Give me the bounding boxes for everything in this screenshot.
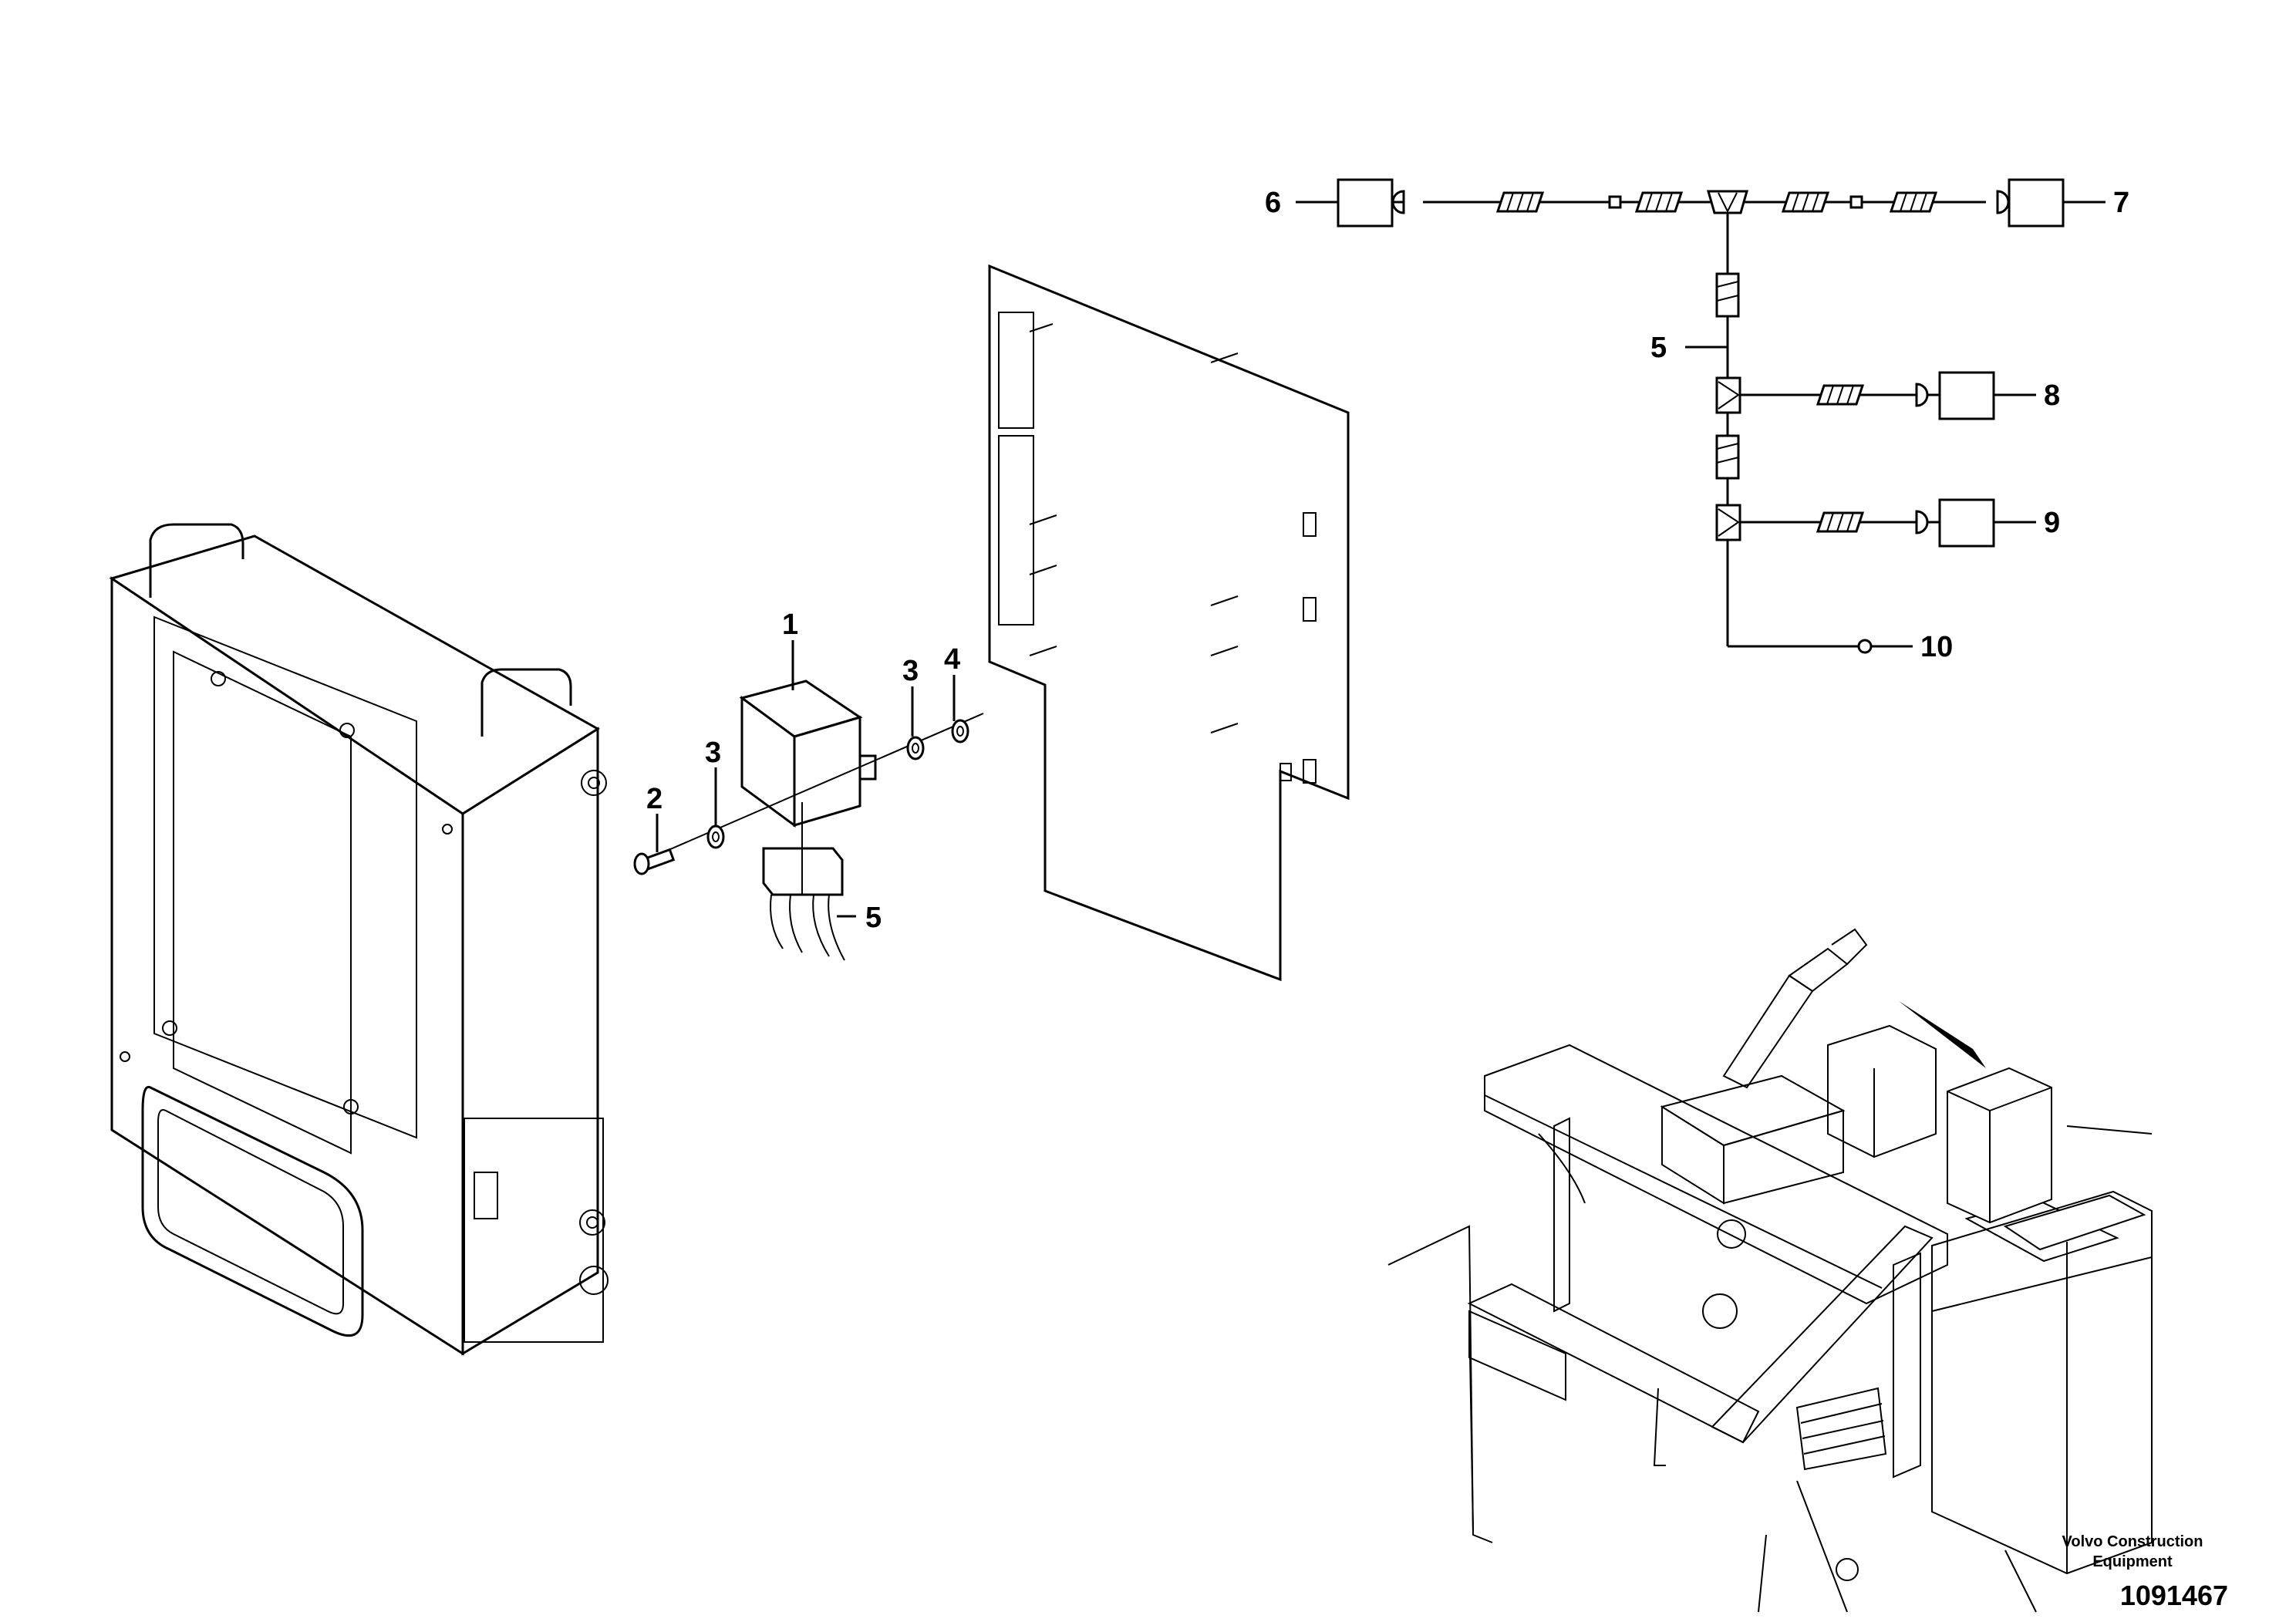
callout-10: 10 <box>1920 631 1953 663</box>
callout-leaders <box>656 640 956 918</box>
callout-5a: 5 <box>865 902 882 934</box>
control-unit-assembly <box>633 679 984 961</box>
electrical-cabinet <box>109 523 609 1356</box>
company-name: Volvo Construction Equipment <box>2062 1533 2203 1570</box>
drawing-number: 1091467 <box>2119 1580 2228 1611</box>
callout-2: 2 <box>646 783 663 815</box>
mounting-plate <box>988 264 1350 982</box>
callout-8: 8 <box>2044 379 2060 412</box>
wiring-schematic <box>1296 178 2106 654</box>
callout-5b: 5 <box>1650 332 1667 364</box>
callout-9: 9 <box>2044 507 2060 539</box>
callout-7: 7 <box>2113 187 2129 219</box>
callout-6: 6 <box>1265 187 1281 219</box>
machine-frame-overview <box>1387 928 2153 1613</box>
component-box-7 <box>2008 178 2065 228</box>
callout-4: 4 <box>944 643 960 676</box>
component-box-8 <box>1938 371 1995 420</box>
component-box-6 <box>1337 178 1394 228</box>
callout-3a: 3 <box>705 737 721 769</box>
callout-3b: 3 <box>902 655 919 687</box>
callout-1: 1 <box>782 609 798 641</box>
component-box-9 <box>1938 498 1995 548</box>
connector-hatches-main <box>1495 191 1938 213</box>
